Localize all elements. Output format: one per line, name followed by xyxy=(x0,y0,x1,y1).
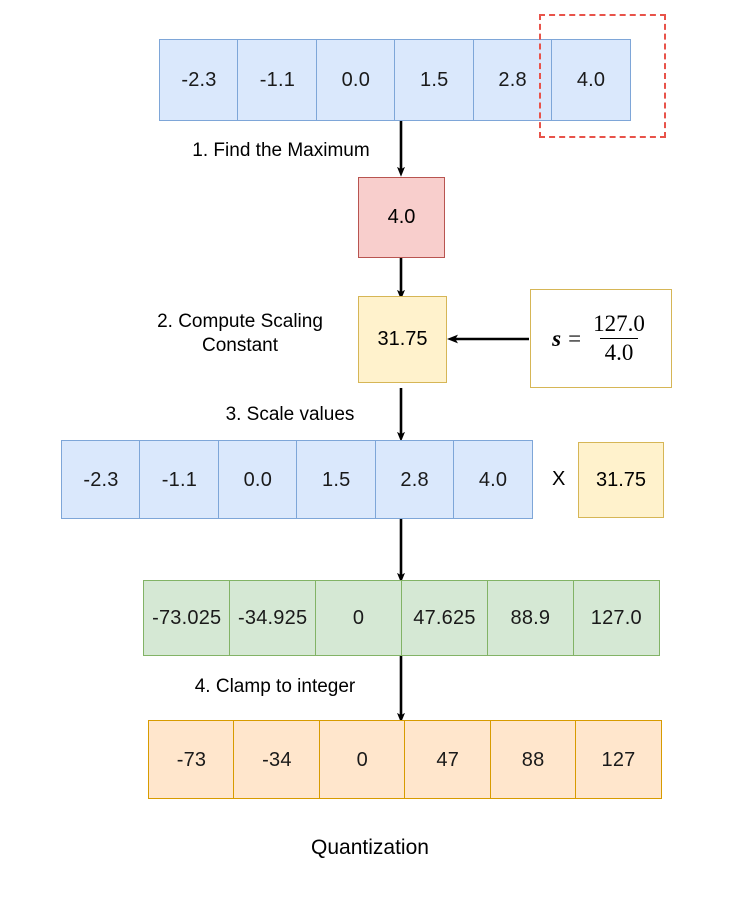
scale-input-tensor-cell: -1.1 xyxy=(139,440,220,519)
input-tensor-cell: 0.0 xyxy=(315,39,396,121)
scale-constant-text: 31.75 xyxy=(377,328,428,350)
scale-constant-box: 31.75 xyxy=(358,296,447,383)
input-tensor-cell: 4.0 xyxy=(551,39,632,121)
quantized-tensor-cell: -34 xyxy=(233,720,321,799)
step-3-label: 3. Scale values xyxy=(225,404,355,425)
scale-formula-box: s = 127.0 4.0 xyxy=(530,289,672,388)
max-highlight-region xyxy=(539,14,666,138)
multiplier-box: 31.75 xyxy=(578,442,664,518)
scaled-tensor-cell: -34.925 xyxy=(228,580,317,656)
multiplier-text: 31.75 xyxy=(595,468,647,491)
scale-input-tensor-cell: -2.3 xyxy=(61,440,141,519)
scaled-tensor-cell: 0 xyxy=(314,580,403,656)
scale-input-tensor-cell: 2.8 xyxy=(374,440,455,519)
max-value-text: 4.0 xyxy=(387,206,416,228)
quantized-tensor-cell: -73 xyxy=(148,720,235,799)
scale-input-tensor-cell: 4.0 xyxy=(453,440,534,519)
formula-numerator: 127.0 xyxy=(593,310,645,336)
input-tensor-cell: 1.5 xyxy=(394,39,475,121)
step-1-label: 1. Find the Maximum xyxy=(192,140,370,161)
multiply-symbol: X xyxy=(552,468,566,490)
formula-fraction: 127.0 4.0 xyxy=(588,310,650,366)
scaled-tensor-cell: 47.625 xyxy=(400,580,489,656)
formula-variable: s xyxy=(552,325,562,351)
scale-formula: s = 127.0 4.0 xyxy=(552,310,650,366)
input-tensor-cell: -1.1 xyxy=(237,39,318,121)
formula-equals: = xyxy=(568,325,582,351)
scale-input-tensor-cell: 1.5 xyxy=(296,440,377,519)
scaled-tensor-cell: 88.9 xyxy=(486,580,575,656)
quantized-tensor-cell: 47 xyxy=(404,720,492,799)
quantized-tensor-cell: 88 xyxy=(489,720,577,799)
step-2-label: 2. Compute Scaling Constant xyxy=(157,311,323,357)
input-tensor-cell: -2.3 xyxy=(159,39,239,121)
diagram-caption: Quantization xyxy=(311,836,429,859)
quantized-tensor-cell: 0 xyxy=(318,720,406,799)
max-value-box: 4.0 xyxy=(358,177,445,258)
step-4-label: 4. Clamp to integer xyxy=(194,676,356,697)
formula-denominator: 4.0 xyxy=(599,338,639,365)
scaled-tensor-cell: 127.0 xyxy=(572,580,661,656)
scaled-tensor-cell: -73.025 xyxy=(143,580,231,656)
quantized-tensor-cell: 127 xyxy=(575,720,663,799)
scale-input-tensor-cell: 0.0 xyxy=(217,440,298,519)
